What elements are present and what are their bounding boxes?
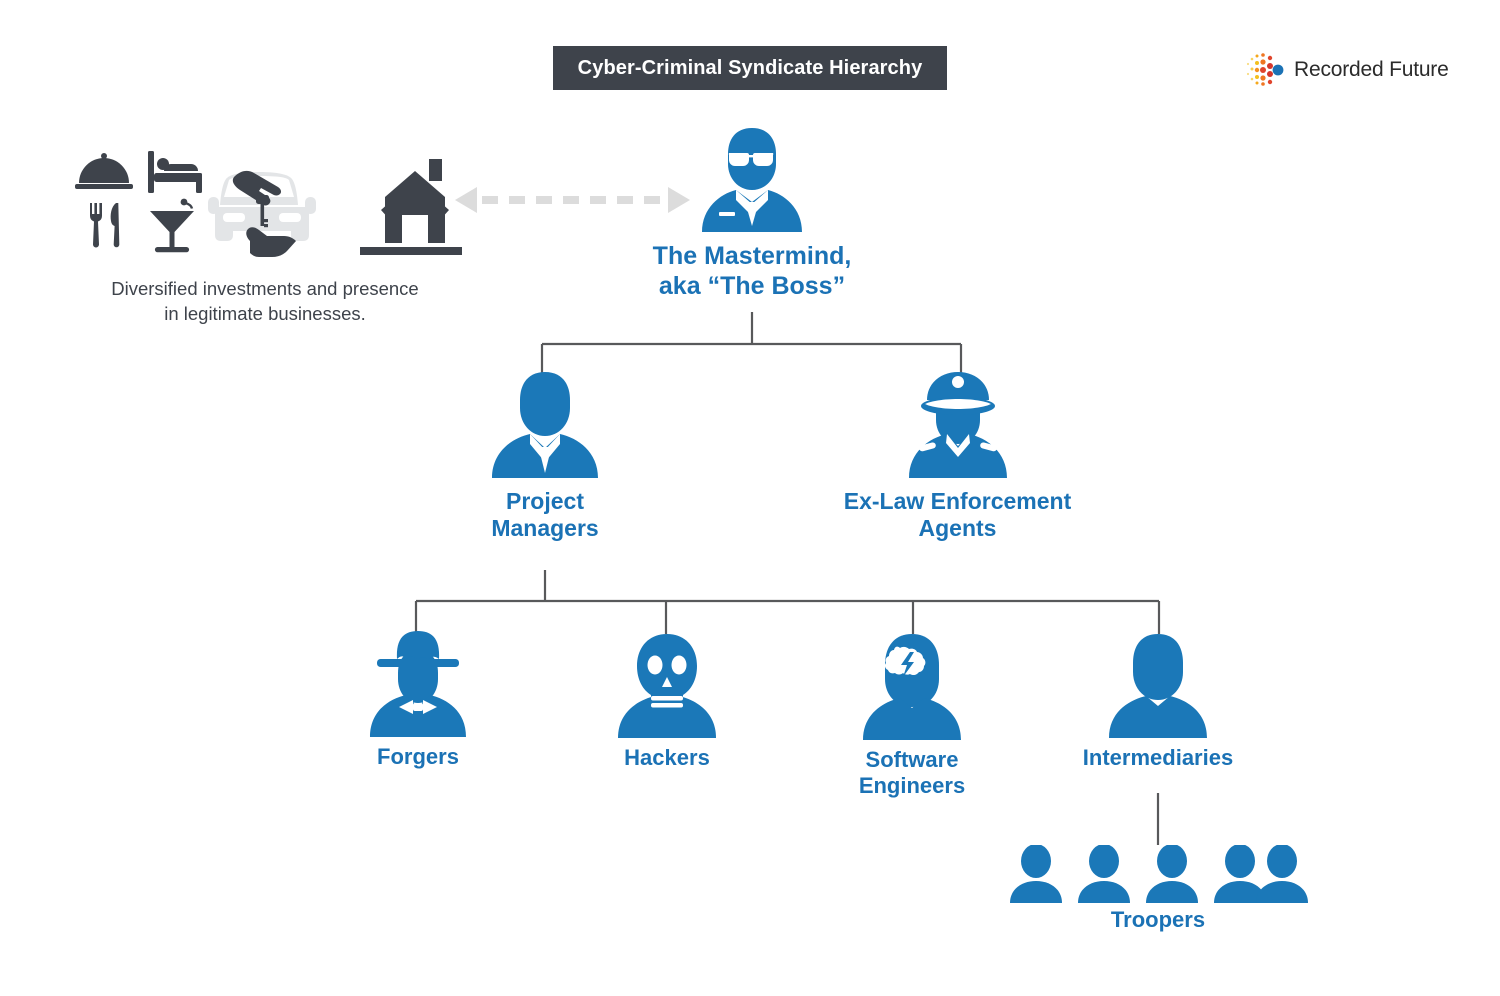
label-line-1: Forgers	[377, 744, 459, 769]
label-line-1: Troopers	[1110, 907, 1206, 932]
food-cloche-icon	[75, 153, 133, 189]
brand-logo: Recorded Future	[1244, 50, 1454, 90]
legitimate-business-caption: Diversified investments and presence in …	[55, 276, 475, 326]
node-hackers-label: Hackers	[567, 745, 767, 771]
node-mastermind-label: The Mastermind, aka “The Boss”	[602, 242, 902, 301]
label-line-1: Software	[865, 747, 959, 772]
node-ex-law-enforcement[interactable]: Ex-Law Enforcement Agents	[835, 368, 1080, 542]
label-line-2: Agents	[918, 515, 997, 542]
bed-icon	[148, 151, 202, 193]
node-project-managers[interactable]: Project Managers	[425, 370, 665, 542]
node-intermediaries-label: Intermediaries	[1058, 745, 1258, 771]
label-line-1: Ex-Law Enforcement	[843, 488, 1072, 514]
label-line-1: Intermediaries	[1082, 745, 1234, 770]
node-forgers-label: Forgers	[318, 744, 518, 770]
node-software-engineers[interactable]: Software Engineers	[812, 632, 1012, 799]
page-title: Cyber-Criminal Syndicate Hierarchy	[553, 46, 947, 90]
double-headed-dashed-arrow-icon	[455, 185, 690, 215]
label-line-2: aka “The Boss”	[658, 271, 846, 300]
caption-line-2: in legitimate businesses.	[164, 303, 366, 324]
martini-glass-icon	[150, 198, 194, 253]
node-intermediaries[interactable]: Intermediaries	[1058, 632, 1258, 771]
node-troopers-label: Troopers	[1000, 907, 1316, 933]
police-officer-cap-icon	[908, 372, 1007, 478]
node-troopers[interactable]: Troopers	[1000, 845, 1316, 933]
node-ex-law-enforcement-label: Ex-Law Enforcement Agents	[835, 488, 1080, 542]
node-hackers[interactable]: Hackers	[567, 632, 767, 771]
fedora-hat-bowtie-icon	[370, 631, 466, 737]
label-line-2: Engineers	[858, 772, 966, 798]
brand-name: Recorded Future	[1294, 58, 1449, 81]
label-line-1: Project	[506, 488, 584, 514]
legitimate-business-icons	[72, 135, 462, 260]
house-icon	[360, 159, 462, 255]
label-line-2: Managers	[491, 515, 599, 542]
label-line-1: The Mastermind,	[652, 242, 852, 270]
skull-head-icon	[618, 634, 716, 738]
node-forgers[interactable]: Forgers	[318, 627, 518, 770]
label-line-1: Hackers	[624, 745, 710, 770]
page-title-text: Cyber-Criminal Syndicate Hierarchy	[577, 56, 923, 79]
boss-sunglasses-suit-icon	[702, 128, 802, 232]
node-project-managers-label: Project Managers	[425, 488, 665, 542]
node-software-engineers-label: Software Engineers	[812, 747, 1012, 799]
node-mastermind[interactable]: The Mastermind, aka “The Boss”	[602, 126, 902, 301]
caption-line-1: Diversified investments and presence	[111, 278, 419, 299]
car-key-handover-icon	[208, 170, 316, 257]
brain-lightning-bolt-icon	[863, 634, 961, 740]
fork-and-knife-icon	[90, 203, 120, 248]
businessman-suit-tie-icon	[492, 372, 598, 478]
person-silhouette-icon	[1109, 634, 1207, 738]
recorded-future-dot-cluster-icon	[1244, 52, 1288, 88]
five-person-silhouettes-icon	[1010, 845, 1308, 903]
